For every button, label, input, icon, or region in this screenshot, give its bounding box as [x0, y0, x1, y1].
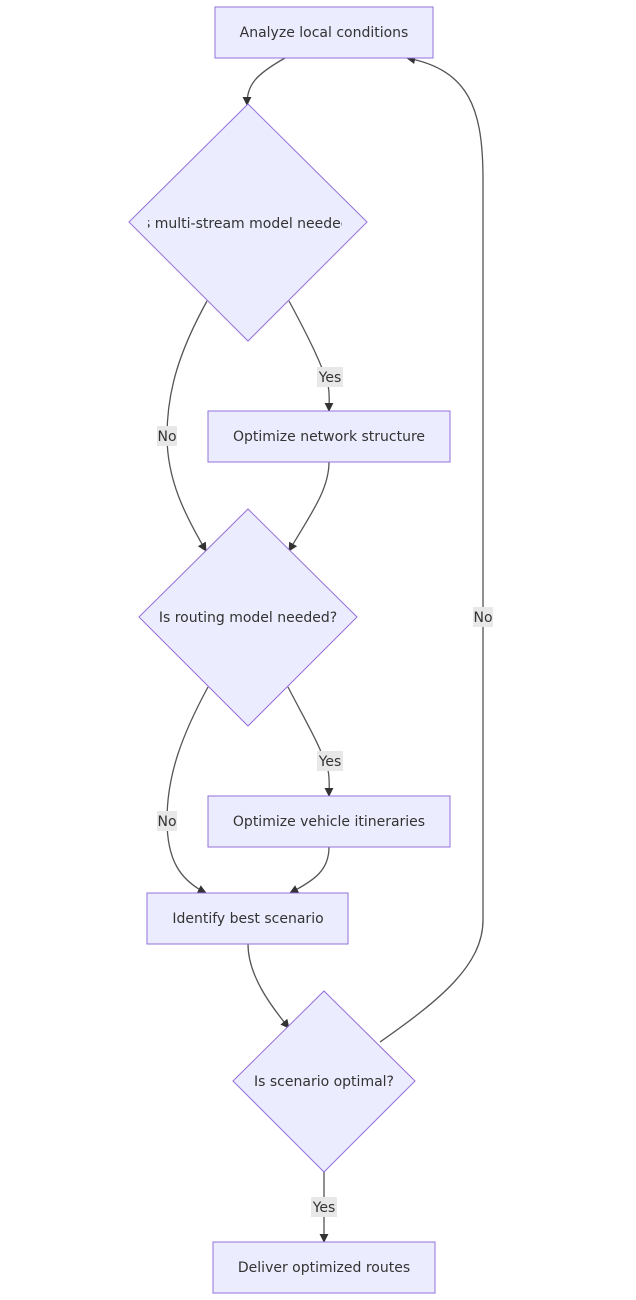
- node-routing-decision: Is routing model needed?: [138, 508, 358, 727]
- edge-optimal-no: [379, 55, 484, 1043]
- node-multi-stream-decision: Is multi-stream model needed?: [128, 103, 368, 342]
- edge-labels: Yes No Yes No No Yes: [157, 367, 493, 1217]
- svg-text:Optimize vehicle itineraries: Optimize vehicle itineraries: [233, 814, 425, 830]
- node-optimize-vehicle-itineraries: Optimize vehicle itineraries: [207, 795, 451, 848]
- edge-label-routing-yes: Yes: [317, 751, 343, 771]
- svg-text:Is routing model needed?: Is routing model needed?: [159, 610, 337, 626]
- edge-multi-stream-yes: [288, 300, 334, 412]
- svg-text:Is multi-stream model needed?: Is multi-stream model needed?: [139, 216, 357, 232]
- node-deliver-optimized-routes: Deliver optimized routes: [212, 1241, 436, 1294]
- svg-text:Analyze local conditions: Analyze local conditions: [240, 25, 409, 41]
- svg-text:Identify best scenario: Identify best scenario: [172, 911, 323, 927]
- svg-text:Deliver optimized routes: Deliver optimized routes: [238, 1260, 410, 1276]
- node-identify-best-scenario: Identify best scenario: [146, 892, 349, 945]
- edge-label-optimal-yes: Yes: [311, 1197, 337, 1217]
- edge-label-multi-no: No: [157, 426, 177, 446]
- svg-text:Yes: Yes: [312, 1200, 336, 1216]
- edge-label-multi-yes: Yes: [317, 367, 343, 387]
- svg-text:Is scenario optimal?: Is scenario optimal?: [254, 1074, 394, 1090]
- svg-text:Optimize network structure: Optimize network structure: [233, 429, 425, 445]
- node-analyze-local-conditions: Analyze local conditions: [214, 6, 434, 59]
- node-optimal-decision: Is scenario optimal?: [232, 990, 416, 1173]
- edge-label-routing-no: No: [157, 811, 177, 831]
- edge-vehicle-to-identify: [289, 846, 330, 894]
- edge-analyze-to-multi-stream: [242, 57, 286, 106]
- svg-text:No: No: [157, 814, 176, 830]
- svg-text:No: No: [473, 610, 492, 626]
- svg-text:Yes: Yes: [318, 754, 342, 770]
- svg-text:No: No: [157, 429, 176, 445]
- node-optimize-network-structure: Optimize network structure: [207, 410, 451, 463]
- edge-label-optimal-no: No: [473, 607, 493, 627]
- edge-network-to-routing: [288, 461, 330, 552]
- edge-identify-to-optimal: [247, 943, 290, 1029]
- edge-routing-yes: [287, 686, 334, 797]
- edge-routing-no: [166, 686, 209, 894]
- svg-text:Yes: Yes: [318, 370, 342, 386]
